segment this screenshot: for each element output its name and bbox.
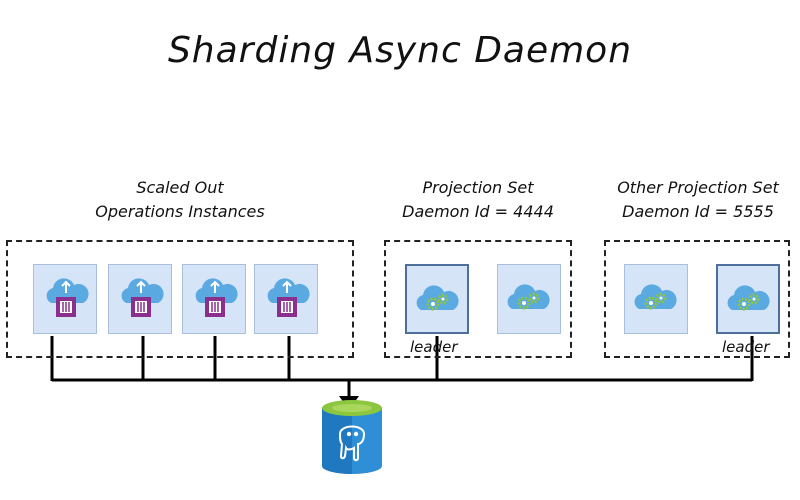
other-projection-set-label-line2: Daemon Id = 5555 [622,202,774,221]
other-projection-set-label: Other Projection Set Daemon Id = 5555 [598,176,798,224]
cloud-upload-container-icon [267,278,310,317]
operations-instance-tile [254,264,318,334]
operations-instance-tile [182,264,246,334]
other-projection-set-group [604,240,790,358]
projection-set-label: Projection Set Daemon Id = 4444 [380,176,576,224]
cloud-gears-icon [507,284,550,310]
postgresql-database-icon [322,400,382,474]
projection-instance-tile [497,264,561,334]
cloud-gears-icon [634,284,677,310]
projection-set-label-line1: Projection Set [422,178,534,197]
projection-set-group [384,240,572,358]
operations-group [6,240,354,358]
cloud-gears-icon [727,285,770,311]
projection-leader-tile [405,264,469,334]
cloud-upload-container-icon [46,278,89,317]
operations-instance-tile [33,264,97,334]
projection-leader-label: leader [410,338,458,356]
operations-instance-tile [108,264,172,334]
operations-label: Scaled Out Operations Instances [40,176,320,224]
projection-set-label-line2: Daemon Id = 4444 [402,202,554,221]
other-projection-leader-label: leader [722,338,770,356]
operations-label-line1: Scaled Out [136,178,224,197]
other-projection-leader-tile [716,264,780,334]
operations-label-line2: Operations Instances [95,202,265,221]
cloud-gears-icon [416,285,459,311]
cloud-upload-container-icon [121,278,164,317]
other-projection-instance-tile [624,264,688,334]
cloud-upload-container-icon [195,278,238,317]
diagram-title: Sharding Async Daemon [167,30,633,71]
other-projection-set-label-line1: Other Projection Set [617,178,779,197]
